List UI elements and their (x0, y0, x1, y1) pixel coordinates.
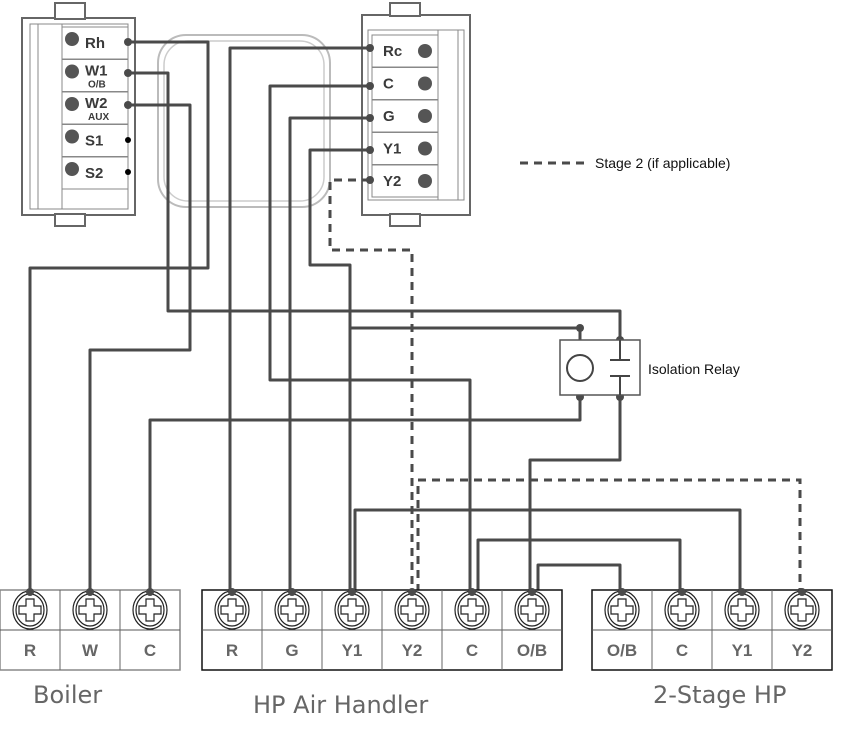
screw-terminal (724, 588, 760, 630)
terminal-label: Rc (383, 43, 402, 60)
screw-icon (418, 141, 432, 156)
screw-icon (65, 32, 79, 46)
terminal-label: C (466, 641, 478, 660)
screw-icon (65, 64, 79, 79)
wire-ah-c-hp-c (476, 538, 682, 592)
wire-y2-ah-y2 (328, 178, 414, 592)
wire-relay-boiler-c (148, 395, 582, 592)
wire-y1-relay-coil (350, 326, 582, 340)
wire-w1-relay (128, 71, 622, 340)
terminal-label: Y2 (792, 641, 813, 660)
terminal-label: Y2 (402, 641, 423, 660)
screw-terminal (274, 588, 310, 630)
terminal-label: Y1 (383, 141, 401, 158)
screw-terminal (394, 588, 430, 630)
terminal-label: G (383, 108, 395, 125)
thermostat-plate (157, 34, 331, 208)
wire-relay-ah-ob (528, 395, 622, 592)
wire-ah-y1-hp-y1 (353, 508, 742, 592)
relay-label: Isolation Relay (648, 361, 740, 377)
terminal-label: R (226, 641, 238, 660)
air-handler-terminal-block: R G Y1 Y2 C O/B (201, 588, 563, 671)
wire-w2-boiler-w (88, 103, 192, 592)
screw-terminal (132, 588, 168, 630)
wire-ah-y2-hp-y2 (416, 478, 802, 592)
terminal-label: Y2 (383, 173, 401, 190)
screw-terminal (12, 588, 48, 630)
legend-label: Stage 2 (if applicable) (595, 155, 730, 171)
screw-icon (418, 44, 432, 58)
wire-rc-ah-r (228, 46, 370, 592)
screw-icon (418, 109, 432, 123)
terminal-label: Rh (85, 35, 105, 52)
terminal-label: Y1 (732, 641, 753, 660)
terminal-label: W1 (85, 63, 108, 80)
screw-terminal (664, 588, 700, 630)
screw-icon (65, 162, 79, 176)
screw-terminal (334, 588, 370, 630)
terminal-label: G (285, 641, 298, 660)
screw-icon (418, 76, 432, 91)
terminal-sublabel: AUX (88, 112, 109, 123)
wire-c-ah-c (268, 84, 472, 592)
screw-terminal (784, 588, 820, 630)
terminal-label: O/B (517, 641, 547, 660)
wire-rh-boiler-r (28, 40, 210, 592)
screw-terminal (604, 588, 640, 630)
screw-terminal (514, 588, 550, 630)
heat-pump-title: 2-Stage HP (653, 681, 786, 709)
isolation-relay (559, 339, 641, 396)
terminal-label: C (676, 641, 688, 660)
terminal-label: S2 (85, 165, 103, 182)
heat-pump-terminal-block: O/B C Y1 Y2 (591, 588, 833, 671)
terminal-label: S1 (85, 133, 103, 150)
wire-g-ah-g (288, 116, 370, 592)
screw-icon (65, 129, 79, 144)
terminal-label: W2 (85, 95, 108, 112)
screw-terminal (72, 588, 108, 630)
screw-terminal (454, 588, 490, 630)
boiler-title: Boiler (33, 681, 102, 709)
screw-terminal (214, 588, 250, 630)
terminal-label: W (82, 641, 99, 660)
terminal-label: C (383, 76, 394, 93)
screw-icon (418, 174, 432, 188)
air-handler-title: HP Air Handler (253, 691, 428, 719)
terminal-label: O/B (607, 641, 637, 660)
wire-y1-ah-y1 (308, 148, 370, 592)
terminal-label: R (24, 641, 36, 660)
wire-ah-ob-hp-ob (536, 563, 622, 592)
screw-icon (65, 97, 79, 111)
terminal-sublabel: O/B (88, 80, 106, 91)
terminal-label: C (144, 641, 156, 660)
terminal-label: Y1 (342, 641, 363, 660)
